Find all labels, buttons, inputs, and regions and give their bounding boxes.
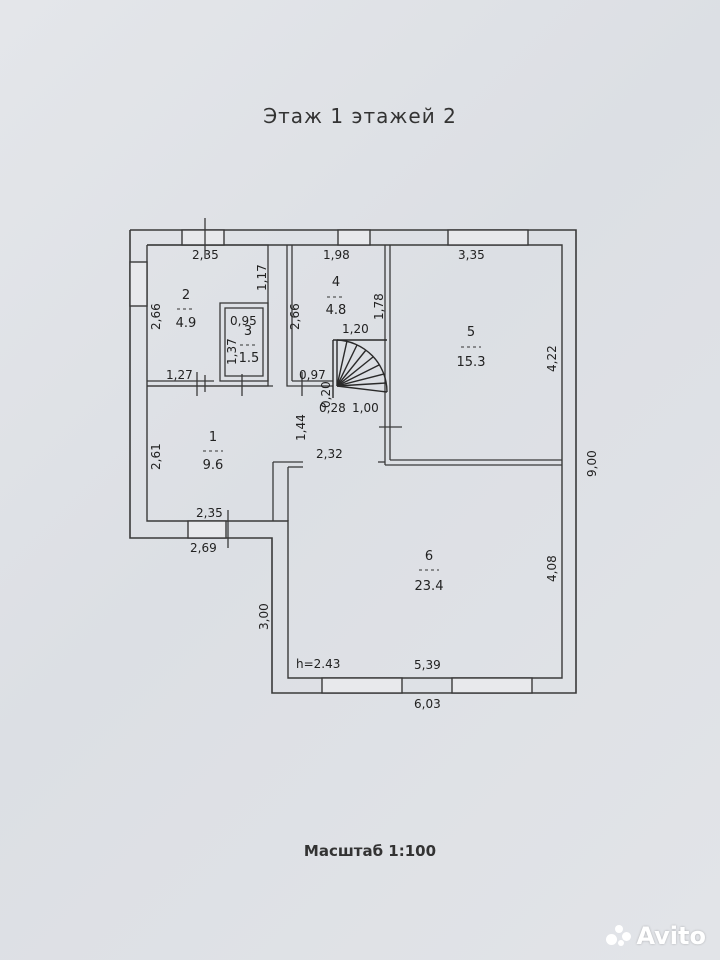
interior-walls (147, 218, 562, 548)
room-6-area: 23.4 (415, 579, 444, 594)
dim-r3-left: 1,37 (225, 338, 239, 365)
dim-r3-top: 0,95 (230, 314, 257, 328)
page-title: Этаж 1 этажей 2 (263, 104, 457, 128)
dim-r2-bottom: 1,27 (166, 368, 193, 382)
dim-r6-outer: 6,03 (414, 697, 441, 711)
room-1-number: 1 (209, 430, 217, 445)
room-2-area: 4.9 (176, 316, 197, 331)
room-3-area: 1.5 (239, 351, 260, 366)
dim-r6-right: 4,08 (545, 555, 559, 582)
window-left-room2 (129, 261, 148, 307)
room-1-area: 9.6 (203, 458, 224, 473)
avito-dots-icon (606, 925, 632, 947)
room-labels: 2 4.9 3 1.5 4 4.8 5 15.3 1 9.6 6 23.4 (176, 275, 486, 594)
dim-r6-left: 3,00 (257, 603, 271, 630)
avito-wordmark: Avito (636, 922, 706, 950)
window-bottom-room1 (187, 520, 227, 539)
dim-r4-top: 1,98 (323, 248, 350, 262)
room-5-number: 5 (467, 325, 475, 340)
dim-r6-bottom: 5,39 (414, 658, 441, 672)
dimension-labels: 2,35 1,17 2,66 1,27 0,95 1,37 1,98 1,78 … (149, 248, 599, 711)
dim-stair-top: 1,20 (342, 322, 369, 336)
stair-step-3 (336, 344, 358, 387)
ceiling-height: h=2.43 (296, 657, 340, 671)
avito-watermark: Avito (606, 922, 706, 950)
dim-r1-left: 2,61 (149, 443, 163, 470)
outer-wall-outline (129, 229, 577, 694)
dim-r5-right: 4,22 (545, 345, 559, 372)
dim-r4-left: 2,66 (288, 303, 302, 330)
windows (129, 229, 533, 694)
stair-step-6 (336, 364, 380, 387)
dim-hall: 2,32 (316, 447, 343, 461)
inner-wall-outline (146, 244, 563, 679)
dim-r4-right: 1,78 (372, 293, 386, 320)
window-top-room5 (447, 229, 529, 246)
dim-r2-right: 1,17 (255, 264, 269, 291)
stair-step-2 (336, 340, 348, 387)
room-4-area: 4.8 (326, 303, 347, 318)
window-bottom-room6-b (451, 677, 533, 694)
stair-step-8 (336, 382, 387, 387)
stair-inner-arc (336, 385, 388, 393)
stair-step-4 (336, 349, 367, 387)
room-2-number: 2 (182, 288, 190, 303)
wall-room3 (219, 302, 269, 382)
window-top-room2 (181, 229, 225, 246)
scale-label: Масштаб 1:100 (303, 842, 437, 860)
stair-step-7 (336, 373, 385, 387)
dim-r1-outer: 2,69 (190, 541, 217, 555)
dim-stair-b2: 1,00 (352, 401, 379, 415)
dim-stair-v: 0,20 (319, 381, 333, 408)
dim-total-right: 9,00 (585, 450, 599, 477)
room-6-number: 6 (425, 549, 433, 564)
room-3-number: 3 (244, 324, 252, 339)
dim-stair-left: 0,97 (299, 368, 326, 382)
dim-stair-b1: 0,28 (319, 401, 346, 415)
dim-r5-top: 3,35 (458, 248, 485, 262)
wall-room4 (286, 245, 333, 387)
dim-r2-top: 2,35 (192, 248, 219, 262)
outer-walls (129, 229, 577, 694)
spiral-staircase (332, 339, 388, 398)
dim-r2-left: 2,66 (149, 303, 163, 330)
wall-room3-inner (224, 307, 264, 377)
window-bottom-room6-a (321, 677, 403, 694)
room-5-area: 15.3 (457, 355, 486, 370)
stair-step-5 (336, 356, 374, 387)
dim-r1-bottom: 2,35 (196, 506, 223, 520)
dim-r1-right: 1,44 (294, 414, 308, 441)
window-top-room4 (337, 229, 371, 246)
room-4-number: 4 (332, 275, 340, 290)
